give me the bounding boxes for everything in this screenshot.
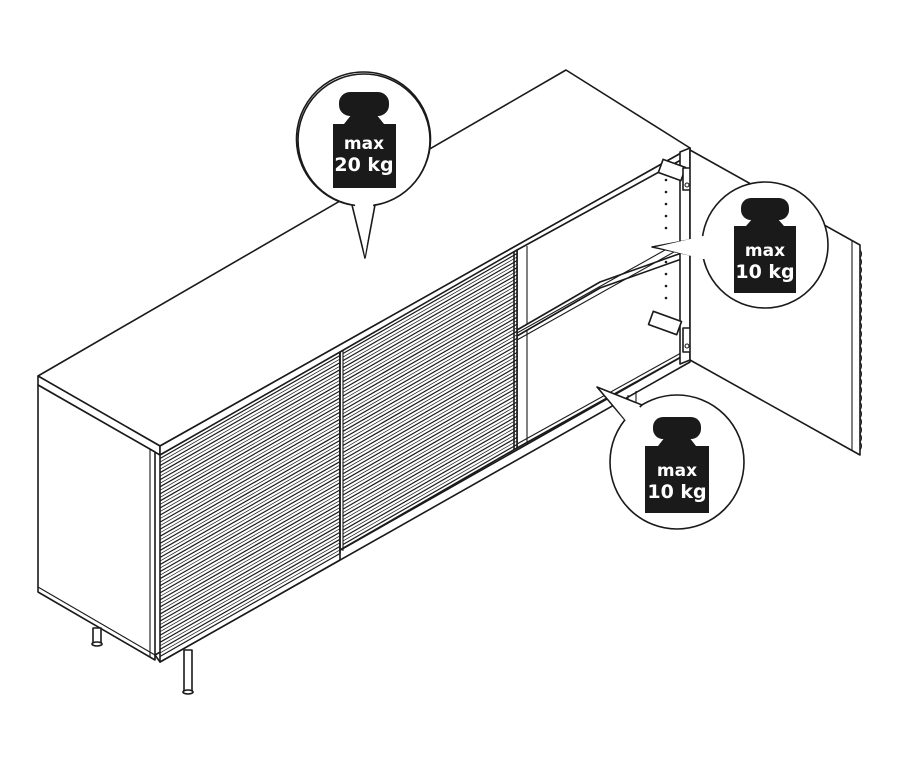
callout-upper-shelf-load: max 10 kg [651,181,829,309]
callout-top-line1: max [344,134,384,154]
callout-bottom-line2: 10 kg [647,481,706,503]
callout-top-load: max 20 kg [295,71,432,259]
weight-icon: max 20 kg [333,92,396,188]
callout-upper-line1: max [745,241,785,261]
sliding-door-left [159,351,341,663]
upper-hinge-icon [657,158,693,191]
weight-icon: max 10 kg [645,417,709,513]
callout-top-line2: 20 kg [334,154,393,176]
sliding-door-right [339,249,518,551]
callout-upper-line2: 10 kg [735,261,794,283]
weight-icon: max 10 kg [734,198,796,293]
callout-bottom-line1: max [657,461,697,481]
hinge-holes [664,178,668,300]
cabinet [37,69,863,695]
callout-bottom-shelf-load: max 10 kg [596,386,745,530]
leg-front-left [91,627,103,647]
leg-front-right [182,649,194,695]
left-side-panel [37,384,156,661]
